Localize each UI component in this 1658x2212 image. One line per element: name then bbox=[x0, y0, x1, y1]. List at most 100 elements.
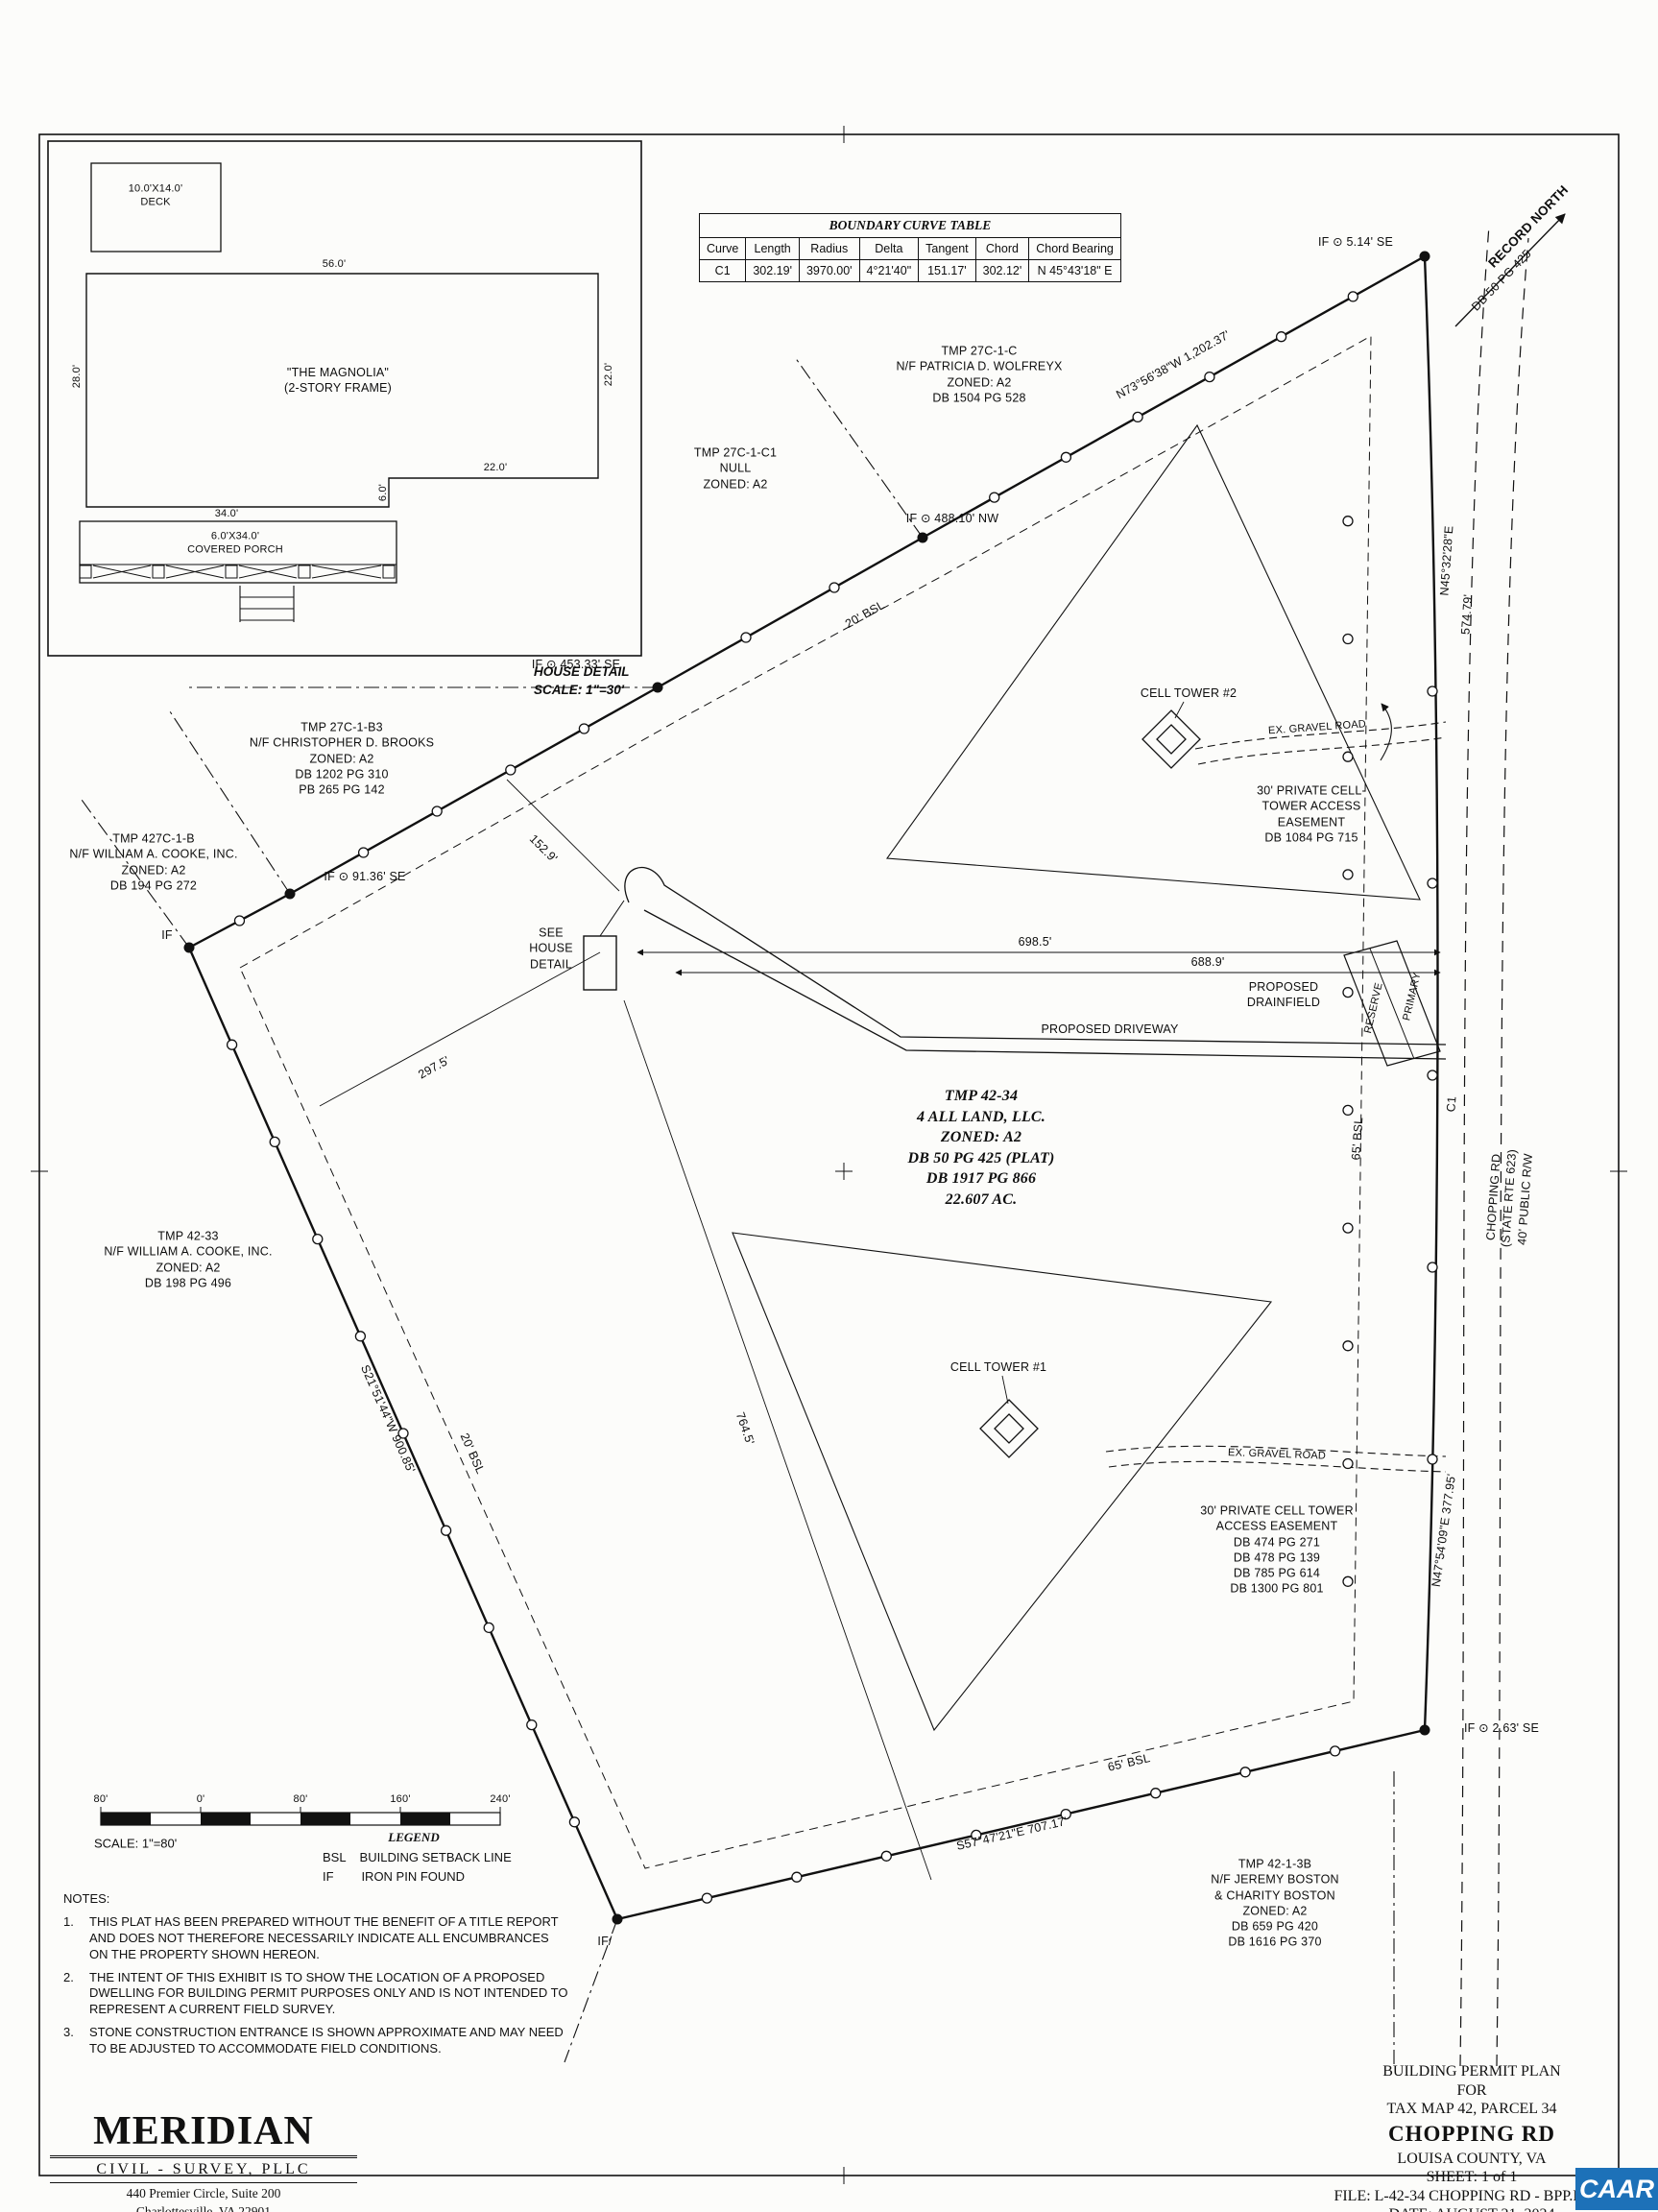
legend-if: IF IRON PIN FOUND bbox=[323, 1868, 466, 1884]
pin-91-label: IF ⊙ 91.36' SE bbox=[324, 869, 406, 883]
proposed-driveway-lines bbox=[624, 867, 1447, 1060]
dim-6985-label: 698.5' bbox=[1018, 934, 1052, 949]
house-steps bbox=[239, 586, 295, 622]
note-item: 2. THE INTENT OF THIS EXHIBIT IS TO SHOW… bbox=[63, 1970, 570, 2019]
building-setback-line bbox=[239, 335, 1372, 1869]
easement-2-label: 30' PRIVATE CELL- TOWER ACCESS EASEMENT … bbox=[1257, 783, 1366, 845]
see-house-detail-label: SEE HOUSE DETAIL bbox=[529, 926, 573, 972]
covered-porch-label: 6.0'X34.0' COVERED PORCH bbox=[187, 530, 283, 556]
pin-514-label: IF ⊙ 5.14' SE bbox=[1318, 234, 1393, 249]
dim-6-label: 6.0' bbox=[376, 483, 389, 502]
north-arrow-icon bbox=[1454, 213, 1566, 327]
dim-22-bottom-label: 22.0' bbox=[483, 461, 508, 473]
tangent-col-header: Tangent bbox=[918, 237, 976, 260]
scale-text: SCALE: 1"=80' bbox=[94, 1836, 178, 1851]
proposed-driveway-label: PROPOSED DRIVEWAY bbox=[1041, 1022, 1179, 1036]
legend-title: LEGEND bbox=[388, 1830, 440, 1844]
curve-col-header: Curve bbox=[698, 237, 747, 260]
note-item: 3. STONE CONSTRUCTION ENTRANCE IS SHOWN … bbox=[63, 2025, 570, 2057]
scalebar-tick-80r: 80' bbox=[293, 1792, 308, 1805]
chopping-rd-label: CHOPPING RD (STATE RTE 623) 40' PUBLIC R… bbox=[1483, 1148, 1535, 1248]
radius-cell: 3970.00' bbox=[798, 259, 860, 282]
note-number: 1. bbox=[63, 1913, 74, 1929]
parcel-cooke-33-label: TMP 42-33 N/F WILLIAM A. COOKE, INC. ZON… bbox=[104, 1229, 273, 1290]
note-number: 3. bbox=[63, 2025, 74, 2040]
note-number: 2. bbox=[63, 1969, 74, 1984]
subject-parcel-label: TMP 42-34 4 ALL LAND, LLC. ZONED: A2 DB … bbox=[907, 1088, 1055, 1209]
title-date: DATE: AUGUST 21, 2024 bbox=[1258, 2205, 1658, 2212]
dimension-lines bbox=[319, 779, 1441, 1881]
dim-22-right-label: 22.0' bbox=[602, 362, 614, 387]
house-detail-title: HOUSE DETAIL bbox=[534, 664, 630, 680]
house-detail-scale: SCALE: 1"=30' bbox=[534, 683, 625, 698]
pin-488-label: IF ⊙ 488.10' NW bbox=[905, 511, 999, 525]
scalebar-tick-80l: 80' bbox=[93, 1792, 108, 1805]
scalebar-tick-0: 0' bbox=[196, 1792, 205, 1805]
curve-c1-label: C1 bbox=[1444, 1095, 1459, 1113]
pin-453-label: IF ⊙ 453.33' SE bbox=[531, 657, 621, 671]
gravel-roads bbox=[1105, 721, 1447, 1473]
title-line-3: TAX MAP 42, PARCEL 34 bbox=[1386, 2101, 1557, 2118]
firm-name: MERIDIAN bbox=[50, 2108, 357, 2158]
proposed-house-icon bbox=[583, 900, 625, 991]
delta-cell: 4°21'40" bbox=[858, 259, 920, 282]
title-county: LOUISA COUNTY, VA bbox=[1397, 2150, 1547, 2167]
curve-cell: C1 bbox=[698, 259, 747, 282]
dim-6889-label: 688.9' bbox=[1190, 954, 1225, 969]
firm-address-2: Charlottesville, VA 22901 bbox=[135, 2204, 272, 2212]
dim-34-label: 34.0' bbox=[214, 507, 239, 519]
parcel-wolfreyx-label: TMP 27C-1-C N/F PATRICIA D. WOLFREYX ZON… bbox=[896, 344, 1063, 405]
distance-57479-label: 574.79' bbox=[1458, 593, 1476, 636]
legend: LEGEND BSL BUILDING SETBACK LINE IF IRON… bbox=[323, 1830, 601, 1886]
title-line-1: BUILDING PERMIT PLAN bbox=[1382, 2063, 1561, 2080]
house-detail-inset bbox=[47, 140, 642, 657]
firm-type: CIVIL - SURVEY, PLLC bbox=[50, 2158, 357, 2183]
dim-56-label: 56.0' bbox=[322, 257, 347, 270]
note-text: THIS PLAT HAS BEEN PREPARED WITHOUT THE … bbox=[89, 1913, 559, 1961]
deck-label: 10.0'X14.0' DECK bbox=[128, 182, 183, 208]
notes-title: NOTES: bbox=[63, 1891, 110, 1906]
delta-col-header: Delta bbox=[858, 237, 920, 260]
chord-cell: 302.12' bbox=[974, 259, 1030, 282]
house-name-label: "THE MAGNOLIA" (2-STORY FRAME) bbox=[283, 365, 393, 395]
parcel-brooks-label: TMP 27C-1-B3 N/F CHRISTOPHER D. BROOKS Z… bbox=[249, 720, 435, 797]
proposed-drainfield-label: PROPOSED DRAINFIELD bbox=[1246, 979, 1321, 1009]
caar-logo: CAAR bbox=[1575, 2168, 1658, 2210]
cell-tower-2-label: CELL TOWER #2 bbox=[1140, 685, 1237, 700]
length-col-header: Length bbox=[745, 237, 800, 260]
cell-tower-1-icon bbox=[979, 1399, 1039, 1458]
sheet-border bbox=[38, 133, 1620, 2176]
road-edge-lines bbox=[1459, 225, 1529, 2067]
cell-tower-1-label: CELL TOWER #1 bbox=[949, 1359, 1047, 1374]
title-block: BUILDING PERMIT PLAN FOR TAX MAP 42, PAR… bbox=[1258, 2062, 1658, 2212]
parcel-cooke-b-label: TMP 427C-1-B N/F WILLIAM A. COOKE, INC. … bbox=[69, 831, 238, 893]
note-item: 1. THIS PLAT HAS BEEN PREPARED WITHOUT T… bbox=[63, 1914, 570, 1963]
chord-bearing-cell: N 45°43'18" E bbox=[1028, 259, 1121, 282]
firm-block: MERIDIAN CIVIL - SURVEY, PLLC 440 Premie… bbox=[50, 2108, 357, 2212]
legend-bsl: BSL BUILDING SETBACK LINE bbox=[323, 1850, 512, 1864]
parcel-boston-label: TMP 42-1-3B N/F JEREMY BOSTON & CHARITY … bbox=[1211, 1857, 1339, 1949]
note-text: THE INTENT OF THIS EXHIBIT IS TO SHOW TH… bbox=[89, 1969, 568, 2017]
adjoiner-lines bbox=[81, 356, 1395, 2064]
easement-1-label: 30' PRIVATE CELL TOWER ACCESS EASEMENT D… bbox=[1200, 1503, 1354, 1596]
length-cell: 302.19' bbox=[745, 259, 800, 282]
tangent-cell: 151.17' bbox=[918, 259, 976, 282]
title-line-2: FOR bbox=[1456, 2081, 1487, 2099]
registration-cross-icon bbox=[31, 126, 1627, 2184]
firm-address-1: 440 Premier Circle, Suite 200 bbox=[126, 2186, 281, 2200]
scale-bar bbox=[100, 1807, 501, 1826]
scalebar-tick-240: 240' bbox=[490, 1792, 511, 1805]
parcel-c1-null-label: TMP 27C-1-C1 NULL ZONED: A2 bbox=[693, 445, 778, 492]
cell-tower-2-icon bbox=[1141, 709, 1201, 769]
chord-bearing-col-header: Chord Bearing bbox=[1028, 237, 1121, 260]
entrance-arrow-icon bbox=[1380, 703, 1392, 761]
note-text: STONE CONSTRUCTION ENTRANCE IS SHOWN APP… bbox=[89, 2025, 564, 2056]
title-file: FILE: L-42-34 CHOPPING RD - BPP.DWG bbox=[1334, 2187, 1610, 2204]
title-sheet: SHEET: 1 of 1 bbox=[1426, 2169, 1518, 2186]
chord-col-header: Chord bbox=[974, 237, 1030, 260]
tower-fall-zones bbox=[732, 423, 1421, 1732]
pin-263-label: IF ⊙ 2.63' SE bbox=[1464, 1720, 1539, 1735]
notes-block: NOTES: 1. THIS PLAT HAS BEEN PREPARED WI… bbox=[63, 1891, 570, 2057]
